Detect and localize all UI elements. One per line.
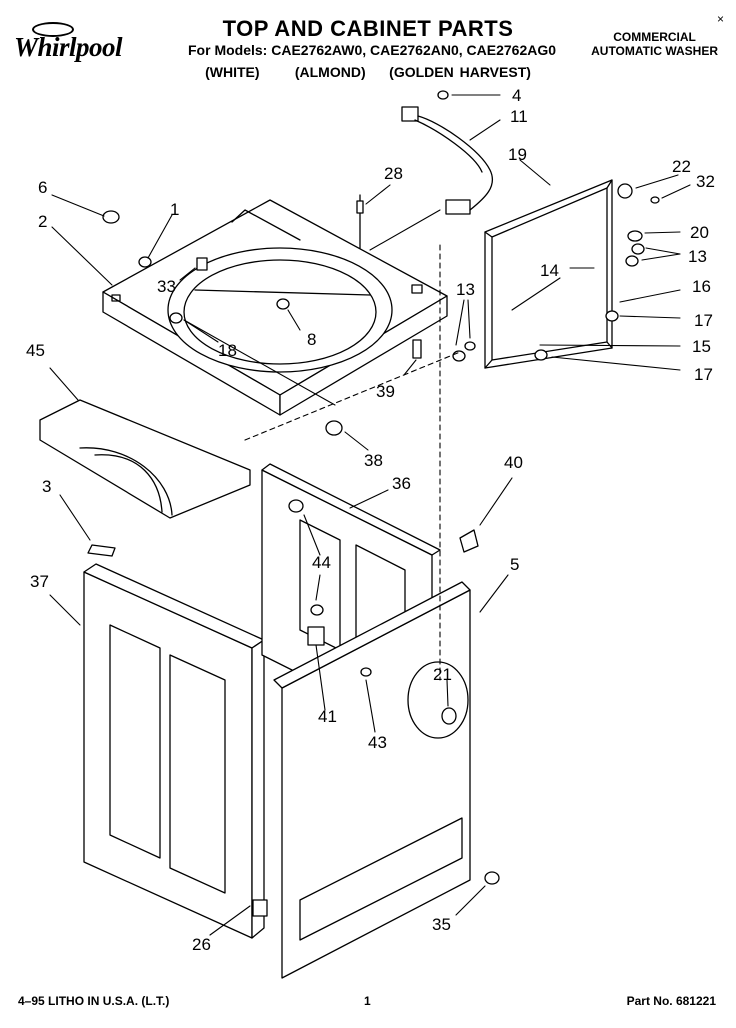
close-mark: ×	[716, 12, 724, 26]
hardware-parts	[87, 90, 660, 917]
product-type: COMMERCIAL AUTOMATIC WASHER	[591, 30, 718, 58]
footer-print-info: 4–95 LITHO IN U.S.A. (L.T.)	[18, 994, 170, 1008]
callout-11: 11	[510, 107, 528, 126]
left-side-panel-part	[83, 563, 265, 939]
callout-33: 33	[157, 277, 176, 296]
front-panel-part	[273, 581, 471, 979]
callout-19: 19	[508, 145, 527, 164]
callout-2: 2	[38, 212, 47, 231]
callout-44: 44	[312, 553, 331, 572]
callout-26: 26	[192, 935, 211, 954]
callout-8: 8	[307, 330, 316, 349]
callout-5: 5	[510, 555, 519, 574]
callout-22: 22	[672, 157, 691, 176]
callout-41: 41	[318, 707, 337, 726]
callout-17b: 17	[694, 365, 713, 384]
page-title: TOP AND CABINET PARTS	[222, 16, 514, 41]
callout-35: 35	[432, 915, 451, 934]
product-line-2: AUTOMATIC WASHER	[591, 44, 718, 58]
callout-37: 37	[30, 572, 49, 591]
callout-38: 38	[364, 451, 383, 470]
callout-28: 28	[384, 164, 403, 183]
callout-18: 18	[218, 341, 237, 360]
callout-36: 36	[392, 474, 411, 493]
washer-top-part	[102, 194, 448, 416]
callout-15: 15	[692, 337, 711, 356]
callout-13b: 13	[688, 247, 707, 266]
page-number: 1	[364, 994, 371, 1008]
callout-13a: 13	[456, 280, 475, 299]
leader-lines	[49, 94, 691, 936]
model-colors: (WHITE) (ALMOND) (GOLDEN HARVEST)	[205, 64, 531, 80]
callout-3: 3	[42, 477, 51, 496]
callout-17a: 17	[694, 311, 713, 330]
callout-32: 32	[696, 172, 715, 191]
model-numbers: For Models: CAE2762AW0, CAE2762AN0, CAE2…	[188, 42, 557, 58]
callout-6: 6	[38, 178, 47, 197]
callout-40: 40	[504, 453, 523, 472]
callout-39: 39	[376, 382, 395, 401]
callout-labels: 1 2 3 4 5 6 8 11 13 13 14 15 16 17 17 18…	[26, 86, 715, 954]
product-line-1: COMMERCIAL	[613, 30, 696, 44]
top-edge-cover-part	[39, 399, 251, 519]
callout-20: 20	[690, 223, 709, 242]
logo-oval-icon	[32, 22, 74, 37]
callout-16: 16	[692, 277, 711, 296]
console-panel-part	[484, 179, 613, 369]
whirlpool-logo: Whirlpool	[14, 22, 144, 72]
callout-4: 4	[512, 86, 521, 105]
callout-14: 14	[540, 261, 559, 280]
lid-switch-harness-part	[401, 106, 494, 215]
callout-45: 45	[26, 341, 45, 360]
callout-43: 43	[368, 733, 387, 752]
callout-1: 1	[170, 200, 179, 219]
part-number: Part No. 681221	[626, 994, 716, 1008]
brand-name: Whirlpool	[14, 32, 123, 62]
callout-21: 21	[433, 665, 452, 684]
